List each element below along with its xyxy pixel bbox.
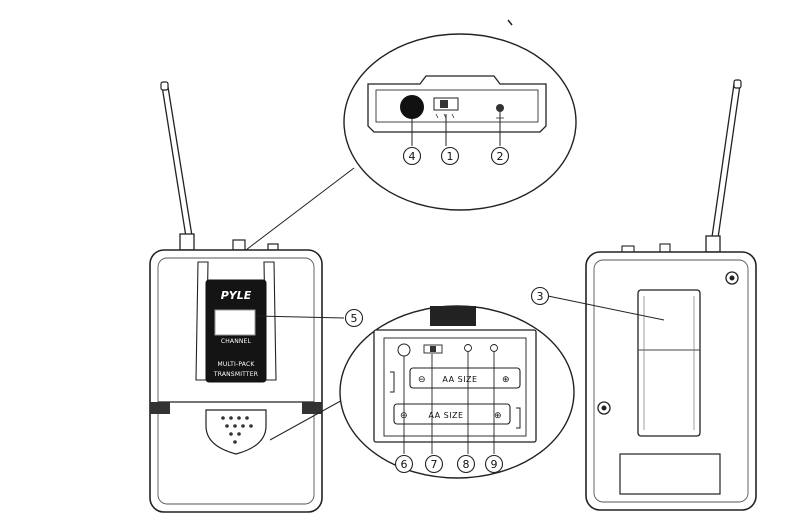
leader-battery-zoom [269,397,347,441]
product-line1: MULTI-PACK [217,361,255,368]
front-top-jack [232,239,246,251]
front-transmitter: PYLE CHANNEL MULTI-PACK TRANSMITTER [149,81,323,513]
svg-text:7: 7 [431,458,438,471]
svg-text:⊕: ⊕ [502,375,510,385]
leader-5 [255,315,345,319]
front-door-latch-left [150,402,170,414]
callout-8: 8 [456,454,476,474]
svg-text:⊕: ⊕ [494,411,502,421]
callout-1: 1 [440,146,460,166]
callout-2: 2 [490,146,510,166]
back-antenna [705,79,742,253]
svg-text:3: 3 [537,290,544,303]
battery-compartment-zoom: ⊖ ⊕ AA SIZE ⊖ ⊕ AA SIZE [339,305,575,479]
callout-9: 9 [484,454,504,474]
mic-input-jack [400,95,424,119]
channel-label: CHANNEL [221,338,252,345]
callout-4: 4 [402,146,422,166]
power-indicator [496,104,504,112]
svg-text:9: 9 [491,458,498,471]
battery-zoom-top-jack [430,306,476,326]
front-door-grille [205,409,267,455]
battery-upper [409,367,521,389]
battery-lower [393,403,511,425]
belt-clip [637,289,701,437]
callout-6: 6 [394,454,414,474]
svg-text:6: 6 [401,458,408,471]
front-door-latch-right [302,402,322,414]
product-line2: TRANSMITTER [213,371,258,378]
grille-dots [221,416,253,444]
back-label-area [619,453,721,495]
svg-text:1: 1 [447,150,454,163]
ir-sensor [397,343,411,357]
svg-text:5: 5 [351,312,358,325]
svg-text:4: 4 [409,150,416,163]
svg-text:⊖: ⊖ [418,375,426,385]
battery-upper-label: AA SIZE [442,375,477,384]
front-antenna [160,81,195,251]
top-panel-zoom [343,33,577,211]
back-transmitter [585,79,757,511]
callout-3: 3 [530,286,550,306]
callout-7: 7 [424,454,444,474]
compartment-button-2 [490,344,498,352]
pyle-logo: PYLE [221,289,252,302]
svg-text:8: 8 [463,458,470,471]
svg-text:2: 2 [497,150,504,163]
compartment-button-1 [464,344,472,352]
channel-display [214,309,256,336]
front-top-switch [267,243,279,251]
callout-5: 5 [344,308,364,328]
stray-mark [507,19,513,26]
battery-lower-label: AA SIZE [428,411,463,420]
leader-3 [547,295,665,321]
leader-top-zoom [245,167,355,251]
